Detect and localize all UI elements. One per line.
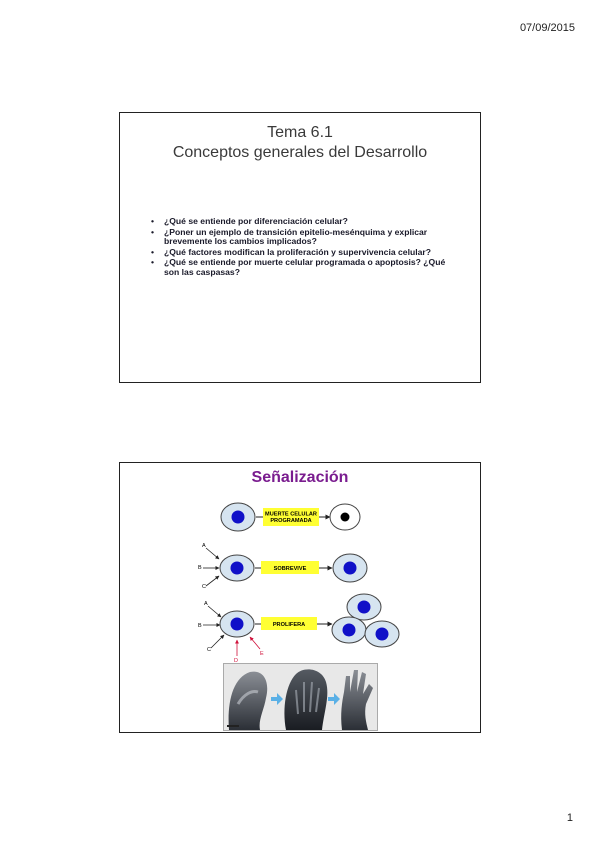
limb-photo-strip-image	[224, 664, 377, 730]
row-proliferation: A B C D E PROLIFERA	[198, 593, 400, 664]
limb-development-photos	[223, 663, 378, 731]
question-item: ¿Qué factores modifican la proliferación…	[150, 247, 462, 258]
page-number: 1	[566, 812, 573, 824]
label-text: MUERTE CELULAR	[265, 512, 317, 518]
question-item: ¿Qué se entiende por muerte celular prog…	[150, 258, 462, 277]
slide-signaling: Señalización MUERTE CELULAR PROGRAMADA A	[119, 462, 481, 733]
cell-nucleus	[375, 627, 389, 641]
signal-label-red: D	[234, 658, 238, 664]
cell-nucleus	[342, 623, 356, 637]
slide1-title-line2: Conceptos generales del Desarrollo	[172, 144, 428, 161]
signal-label: B	[198, 565, 202, 571]
cell-nucleus	[343, 561, 357, 575]
signal-label: C	[207, 647, 211, 653]
stage-arrow-icon	[328, 693, 340, 705]
limb-bud-mid	[284, 669, 328, 730]
signaling-diagram: MUERTE CELULAR PROGRAMADA A B C SOBREVIV…	[198, 502, 400, 664]
label-box	[263, 508, 319, 526]
question-item: ¿Qué se entiende por diferenciación celu…	[150, 216, 462, 227]
cell-nucleus	[230, 561, 244, 575]
cell-nucleus	[357, 600, 371, 614]
label-box	[261, 617, 317, 630]
signal-arrow	[205, 547, 220, 560]
question-list: ¿Qué se entiende por diferenciación celu…	[150, 216, 462, 279]
signal-label: B	[198, 623, 202, 629]
slide-questions: Tema 6.1 Conceptos generales del Desarro…	[119, 112, 481, 383]
label-box	[261, 561, 319, 574]
label-text: PROLIFERA	[273, 622, 305, 628]
slide1-title: Tema 6.1 Conceptos generales del Desarro…	[120, 123, 480, 163]
signal-arrow	[205, 575, 220, 587]
cell-nucleus	[230, 617, 244, 631]
signal-label: A	[202, 543, 206, 549]
row-apoptosis: MUERTE CELULAR PROGRAMADA	[220, 502, 361, 532]
signal-arrow	[210, 634, 225, 649]
label-text: PROGRAMADA	[270, 518, 311, 524]
signal-label: C	[202, 584, 206, 590]
page-date: 07/09/2015	[519, 22, 575, 34]
signal-label-red: E	[260, 651, 264, 657]
slide1-title-line1: Tema 6.1	[267, 124, 333, 141]
question-item: ¿Poner un ejemplo de transición epitelio…	[150, 227, 462, 247]
slide2-title: Señalización	[251, 469, 349, 486]
limb-digits-late	[341, 670, 373, 730]
cell-nucleus	[231, 510, 245, 524]
signal-arrow	[207, 605, 222, 618]
label-text: SOBREVIVE	[274, 566, 307, 572]
condensed-nucleus	[340, 512, 350, 522]
limb-bud-early	[228, 671, 268, 730]
signal-arrow-red	[249, 636, 261, 650]
row-survival: A B C SOBREVIVE	[198, 543, 368, 590]
stage-arrow-icon	[271, 693, 283, 705]
signal-label: A	[204, 601, 208, 607]
